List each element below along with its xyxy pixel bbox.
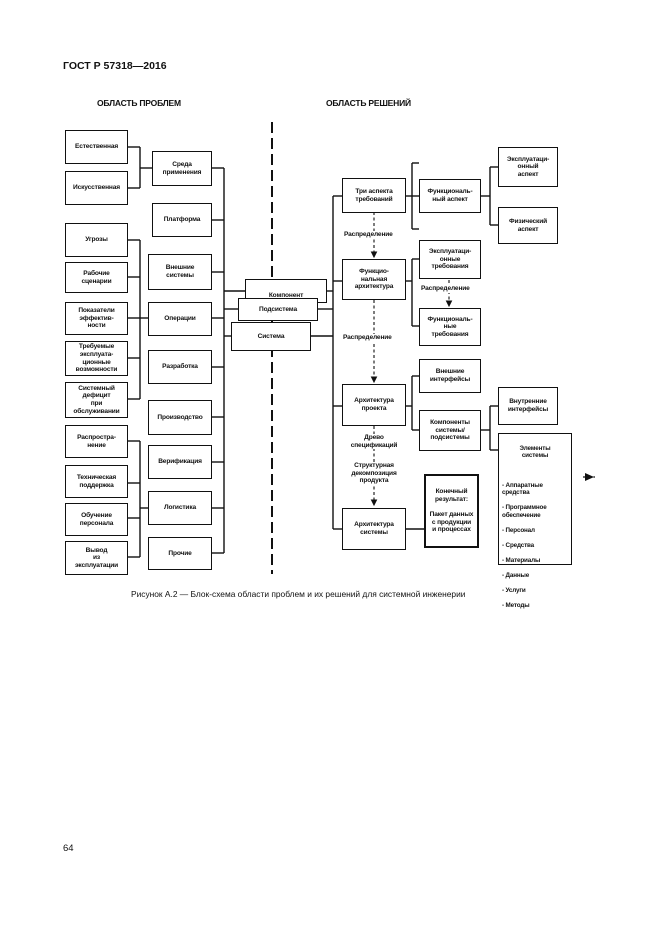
box-distribution: Распростра- нение <box>65 425 128 458</box>
box-functional-requirements: Функциональ- ные требования <box>419 308 481 346</box>
box-internal-interfaces: Внутренние интерфейсы <box>498 387 558 425</box>
label-distribution-2: Распределение <box>421 285 470 293</box>
figure-caption: Рисунок А.2 — Блок-схема области проблем… <box>131 589 466 599</box>
box-physical-aspect: Физический аспект <box>498 207 558 244</box>
box-verification: Верификация <box>148 445 212 479</box>
box-effectiveness: Показатели эффектив- ности <box>65 302 128 335</box>
page-number: 64 <box>63 843 74 854</box>
box-logistics: Логистика <box>148 491 212 525</box>
label-distribution-3: Распределение <box>343 334 392 342</box>
box-support-deficit: Системный дефицит при обслуживании <box>65 382 128 418</box>
box-design-architecture: Архитектура проекта <box>342 384 406 426</box>
box-natural: Естественная <box>65 130 128 164</box>
box-required-capabilities: Требуемые эксплуата- ционные возможности <box>65 341 128 376</box>
box-functional-aspect: Функциональ- ный аспект <box>419 179 481 213</box>
system-element-item: - Программное обеспечение <box>502 504 547 519</box>
box-development: Разработка <box>148 350 212 384</box>
label-spec-tree: Древо спецификаций <box>345 434 403 450</box>
label-distribution-1: Распределение <box>344 231 393 239</box>
box-environment: Среда применения <box>152 151 212 186</box>
box-final-result: Конечный результат: Пакет данных с проду… <box>424 474 479 548</box>
box-operations: Операции <box>148 302 212 336</box>
box-platform: Платформа <box>152 203 212 237</box>
box-functional-architecture: Функцио- нальная архитектура <box>342 259 406 300</box>
box-three-aspects: Три аспекта требований <box>342 178 406 213</box>
box-threats: Угрозы <box>65 223 128 257</box>
section-solutions-title: ОБЛАСТЬ РЕШЕНИЙ <box>326 98 411 108</box>
system-element-item: - Методы <box>502 602 530 610</box>
box-external-systems: Внешние системы <box>148 254 212 290</box>
box-subsystem: Подсистема <box>238 298 318 321</box>
system-element-item: - Материалы <box>502 557 541 565</box>
box-system-architecture: Архитектура системы <box>342 508 406 550</box>
system-element-item: - Средства <box>502 542 535 550</box>
system-element-item: - Услуги <box>502 587 526 595</box>
system-element-item: - Данные <box>502 572 530 580</box>
label-structural-decomposition: Структурная декомпозиция продукта <box>340 462 408 485</box>
box-system: Система <box>231 322 311 351</box>
box-work-scenarios: Рабочие сценарии <box>65 262 128 293</box>
box-operational-aspect: Эксплуатаци- онный аспект <box>498 147 558 187</box>
system-element-item: - Персонал <box>502 527 535 535</box>
box-tech-support: Техническая поддержка <box>65 465 128 498</box>
system-elements-title: Элементы системы <box>519 444 551 460</box>
box-operational-requirements: Эксплуатаци- онные требования <box>419 240 481 279</box>
box-staff-training: Обучение персонала <box>65 503 128 536</box>
box-external-interfaces: Внешние интерфейсы <box>419 359 481 393</box>
section-problems-title: ОБЛАСТЬ ПРОБЛЕМ <box>97 98 181 108</box>
box-artificial: Искусственная <box>65 171 128 205</box>
box-system-elements: Элементы системы - Аппаратные средства -… <box>498 433 572 609</box>
box-system-components: Компоненты системы/ подсистемы <box>419 410 481 451</box>
box-other: Прочие <box>148 537 212 570</box>
system-element-item: - Аппаратные средства <box>502 481 543 497</box>
document-header: ГОСТ Р 57318—2016 <box>63 60 167 72</box>
box-production: Производство <box>148 400 212 435</box>
box-decommission: Вывод из эксплуатации <box>65 541 128 575</box>
system-elements-list: - Аппаратные средства - Программное обес… <box>502 474 568 617</box>
